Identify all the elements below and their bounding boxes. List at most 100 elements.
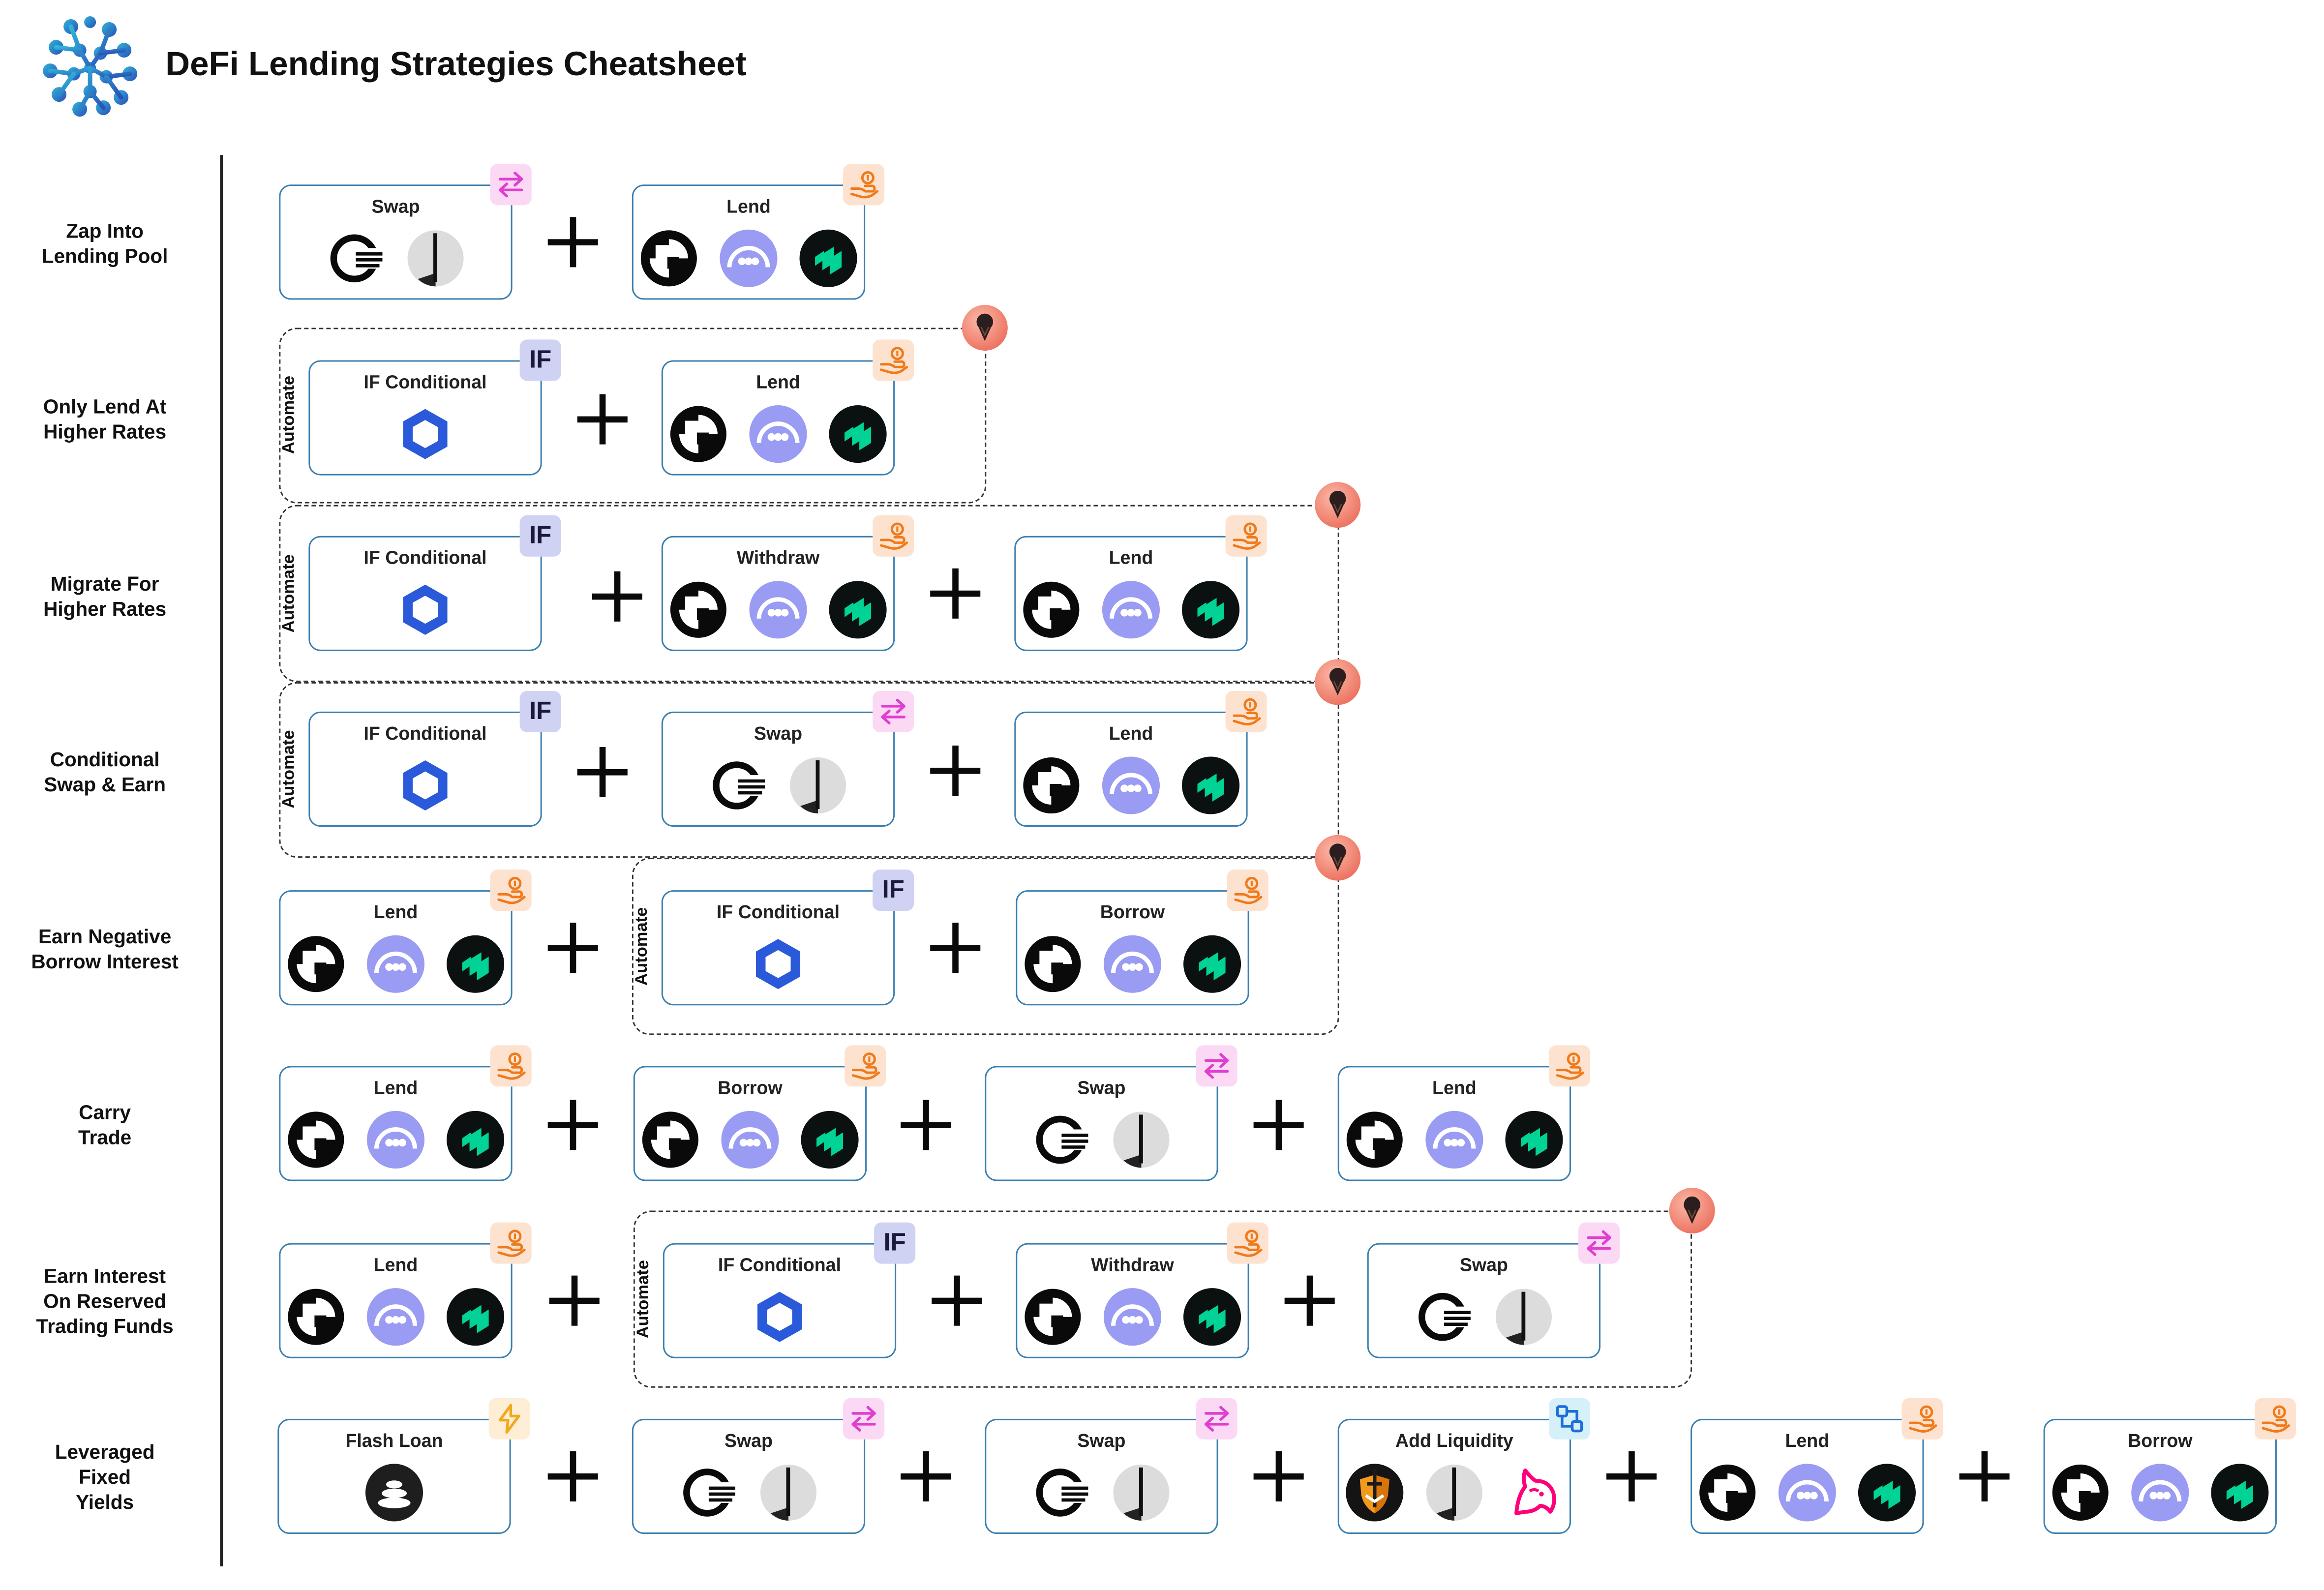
lend-hand-badge-icon — [2254, 1398, 2296, 1440]
lend-card[interactable]: Lend — [632, 164, 885, 300]
lend-card[interactable]: Lend — [1690, 1398, 1943, 1534]
chainlink-hexagon-icon — [396, 405, 455, 464]
card-title: Lend — [1785, 1430, 1830, 1451]
lend-hand-badge-icon — [1225, 515, 1267, 557]
label-divider-line — [220, 155, 223, 1567]
swap-card[interactable]: Swap — [632, 1398, 885, 1534]
plus-icon — [573, 390, 632, 449]
swap-card[interactable]: Swap — [1367, 1222, 1620, 1358]
compound-icon — [799, 229, 858, 288]
compound-icon — [446, 1288, 505, 1347]
if-conditional-card[interactable]: IF Conditional IF — [661, 870, 914, 1006]
liquidity-link-badge-icon — [1548, 1398, 1591, 1440]
lend-hand-badge-icon — [845, 1045, 886, 1087]
gelato-icecream-icon — [1314, 834, 1361, 881]
lend-card[interactable]: Lend — [661, 339, 914, 476]
withdraw-card[interactable]: Withdraw — [661, 515, 914, 651]
row-label-conditional-swap-earn: Conditional Swap & Earn — [44, 748, 166, 796]
if-conditional-card[interactable]: IF Conditional IF — [308, 690, 561, 827]
aave-icon — [639, 229, 698, 288]
if-conditional-card[interactable]: IF Conditional IF — [308, 339, 561, 476]
lend-hand-badge-icon — [490, 1222, 532, 1264]
morpho-icon — [749, 580, 808, 639]
row-label-only-lend-at-higher-rates: Only Lend At Higher Rates — [43, 395, 167, 443]
lend-hand-badge-icon — [490, 1045, 532, 1087]
automate-region-row7: Automate — [633, 1210, 1692, 1388]
plus-icon — [1249, 1095, 1308, 1154]
card-title: Withdraw — [736, 547, 820, 569]
automate-label: Automate — [634, 1260, 653, 1339]
swap-arrows-badge-icon — [843, 1398, 885, 1440]
gelato-icecream-icon — [1314, 481, 1361, 529]
lend-card[interactable]: Lend — [1337, 1045, 1591, 1181]
compound-icon — [1181, 756, 1240, 815]
morpho-icon — [366, 1110, 425, 1169]
automate-label: Automate — [280, 375, 299, 454]
borrow-card[interactable]: Borrow — [2043, 1398, 2296, 1534]
swap-card[interactable]: Swap — [985, 1045, 1237, 1181]
row-label-earn-negative-borrow-interest: Earn Negative Borrow Interest — [31, 926, 179, 973]
plus-icon — [926, 918, 985, 977]
curve-like-swap-icon — [326, 229, 385, 288]
lend-card[interactable]: Lend — [279, 1222, 532, 1358]
lend-card[interactable]: Lend — [279, 870, 532, 1006]
swap-card[interactable]: Swap — [661, 690, 914, 827]
if-conditional-card[interactable]: IF Conditional IF — [308, 515, 561, 651]
plus-icon — [927, 1271, 986, 1330]
morpho-icon — [1101, 756, 1160, 815]
card-title: Withdraw — [1091, 1255, 1174, 1276]
swap-card[interactable]: Swap — [279, 164, 532, 300]
swap-arrows-badge-icon — [1196, 1398, 1237, 1440]
add-liquidity-card[interactable]: Add Liquidity — [1337, 1398, 1591, 1534]
lend-hand-badge-icon — [843, 164, 885, 206]
flash-loan-card[interactable]: Flash Loan — [277, 1398, 530, 1534]
page-title: DeFi Lending Strategies Cheatsheet — [165, 44, 747, 83]
gelato-icecream-icon — [961, 304, 1008, 351]
aave-icon — [1698, 1463, 1757, 1522]
if-badge: IF — [519, 690, 561, 732]
card-title: Borrow — [718, 1078, 783, 1099]
if-badge: IF — [874, 1222, 916, 1264]
compound-icon — [1183, 934, 1242, 993]
curve-like-swap-icon — [1032, 1463, 1091, 1522]
gelato-icecream-icon — [1314, 659, 1361, 706]
chainlink-hexagon-icon — [749, 934, 808, 993]
morpho-icon — [719, 229, 778, 288]
aave-icon — [286, 934, 345, 993]
card-title: Lend — [1109, 547, 1153, 569]
row-label-carry-trade: Carry Trade — [78, 1101, 132, 1149]
automate-region-row2: Automate — [279, 328, 987, 504]
morpho-icon — [1101, 580, 1160, 639]
aave-icon — [286, 1110, 345, 1169]
aave-icon — [641, 1110, 700, 1169]
card-title: Swap — [754, 723, 803, 744]
card-title: Swap — [1459, 1255, 1508, 1276]
morpho-icon — [1103, 934, 1162, 993]
borrow-card[interactable]: Borrow — [1016, 870, 1268, 1006]
gauge-dial-icon — [1494, 1288, 1553, 1347]
morpho-icon — [749, 405, 808, 464]
lend-hand-badge-icon — [1227, 1222, 1268, 1264]
lend-hand-badge-icon — [1225, 690, 1267, 732]
lend-card[interactable]: Lend — [279, 1045, 532, 1181]
compound-icon — [828, 405, 887, 464]
lend-card[interactable]: Lend — [1014, 690, 1267, 827]
chainlink-hexagon-icon — [396, 580, 455, 639]
withdraw-card[interactable]: Withdraw — [1016, 1222, 1268, 1358]
aave-icon — [669, 405, 728, 464]
borrow-card[interactable]: Borrow — [633, 1045, 886, 1181]
plus-icon — [896, 1447, 955, 1506]
plus-icon — [1249, 1447, 1308, 1506]
swap-arrows-badge-icon — [490, 164, 532, 206]
automate-label: Automate — [280, 554, 299, 633]
network-blob-logo-icon — [43, 16, 138, 117]
card-title: Lend — [373, 902, 418, 923]
swap-card[interactable]: Swap — [985, 1398, 1237, 1534]
lend-card[interactable]: Lend — [1014, 515, 1267, 651]
curve-like-swap-icon — [709, 756, 768, 815]
automate-region-row3: Automate — [279, 505, 1339, 682]
card-title: IF Conditional — [363, 372, 487, 393]
card-title: Lend — [756, 372, 800, 393]
if-conditional-card[interactable]: IF Conditional IF — [663, 1222, 916, 1358]
card-title: IF Conditional — [718, 1255, 842, 1276]
